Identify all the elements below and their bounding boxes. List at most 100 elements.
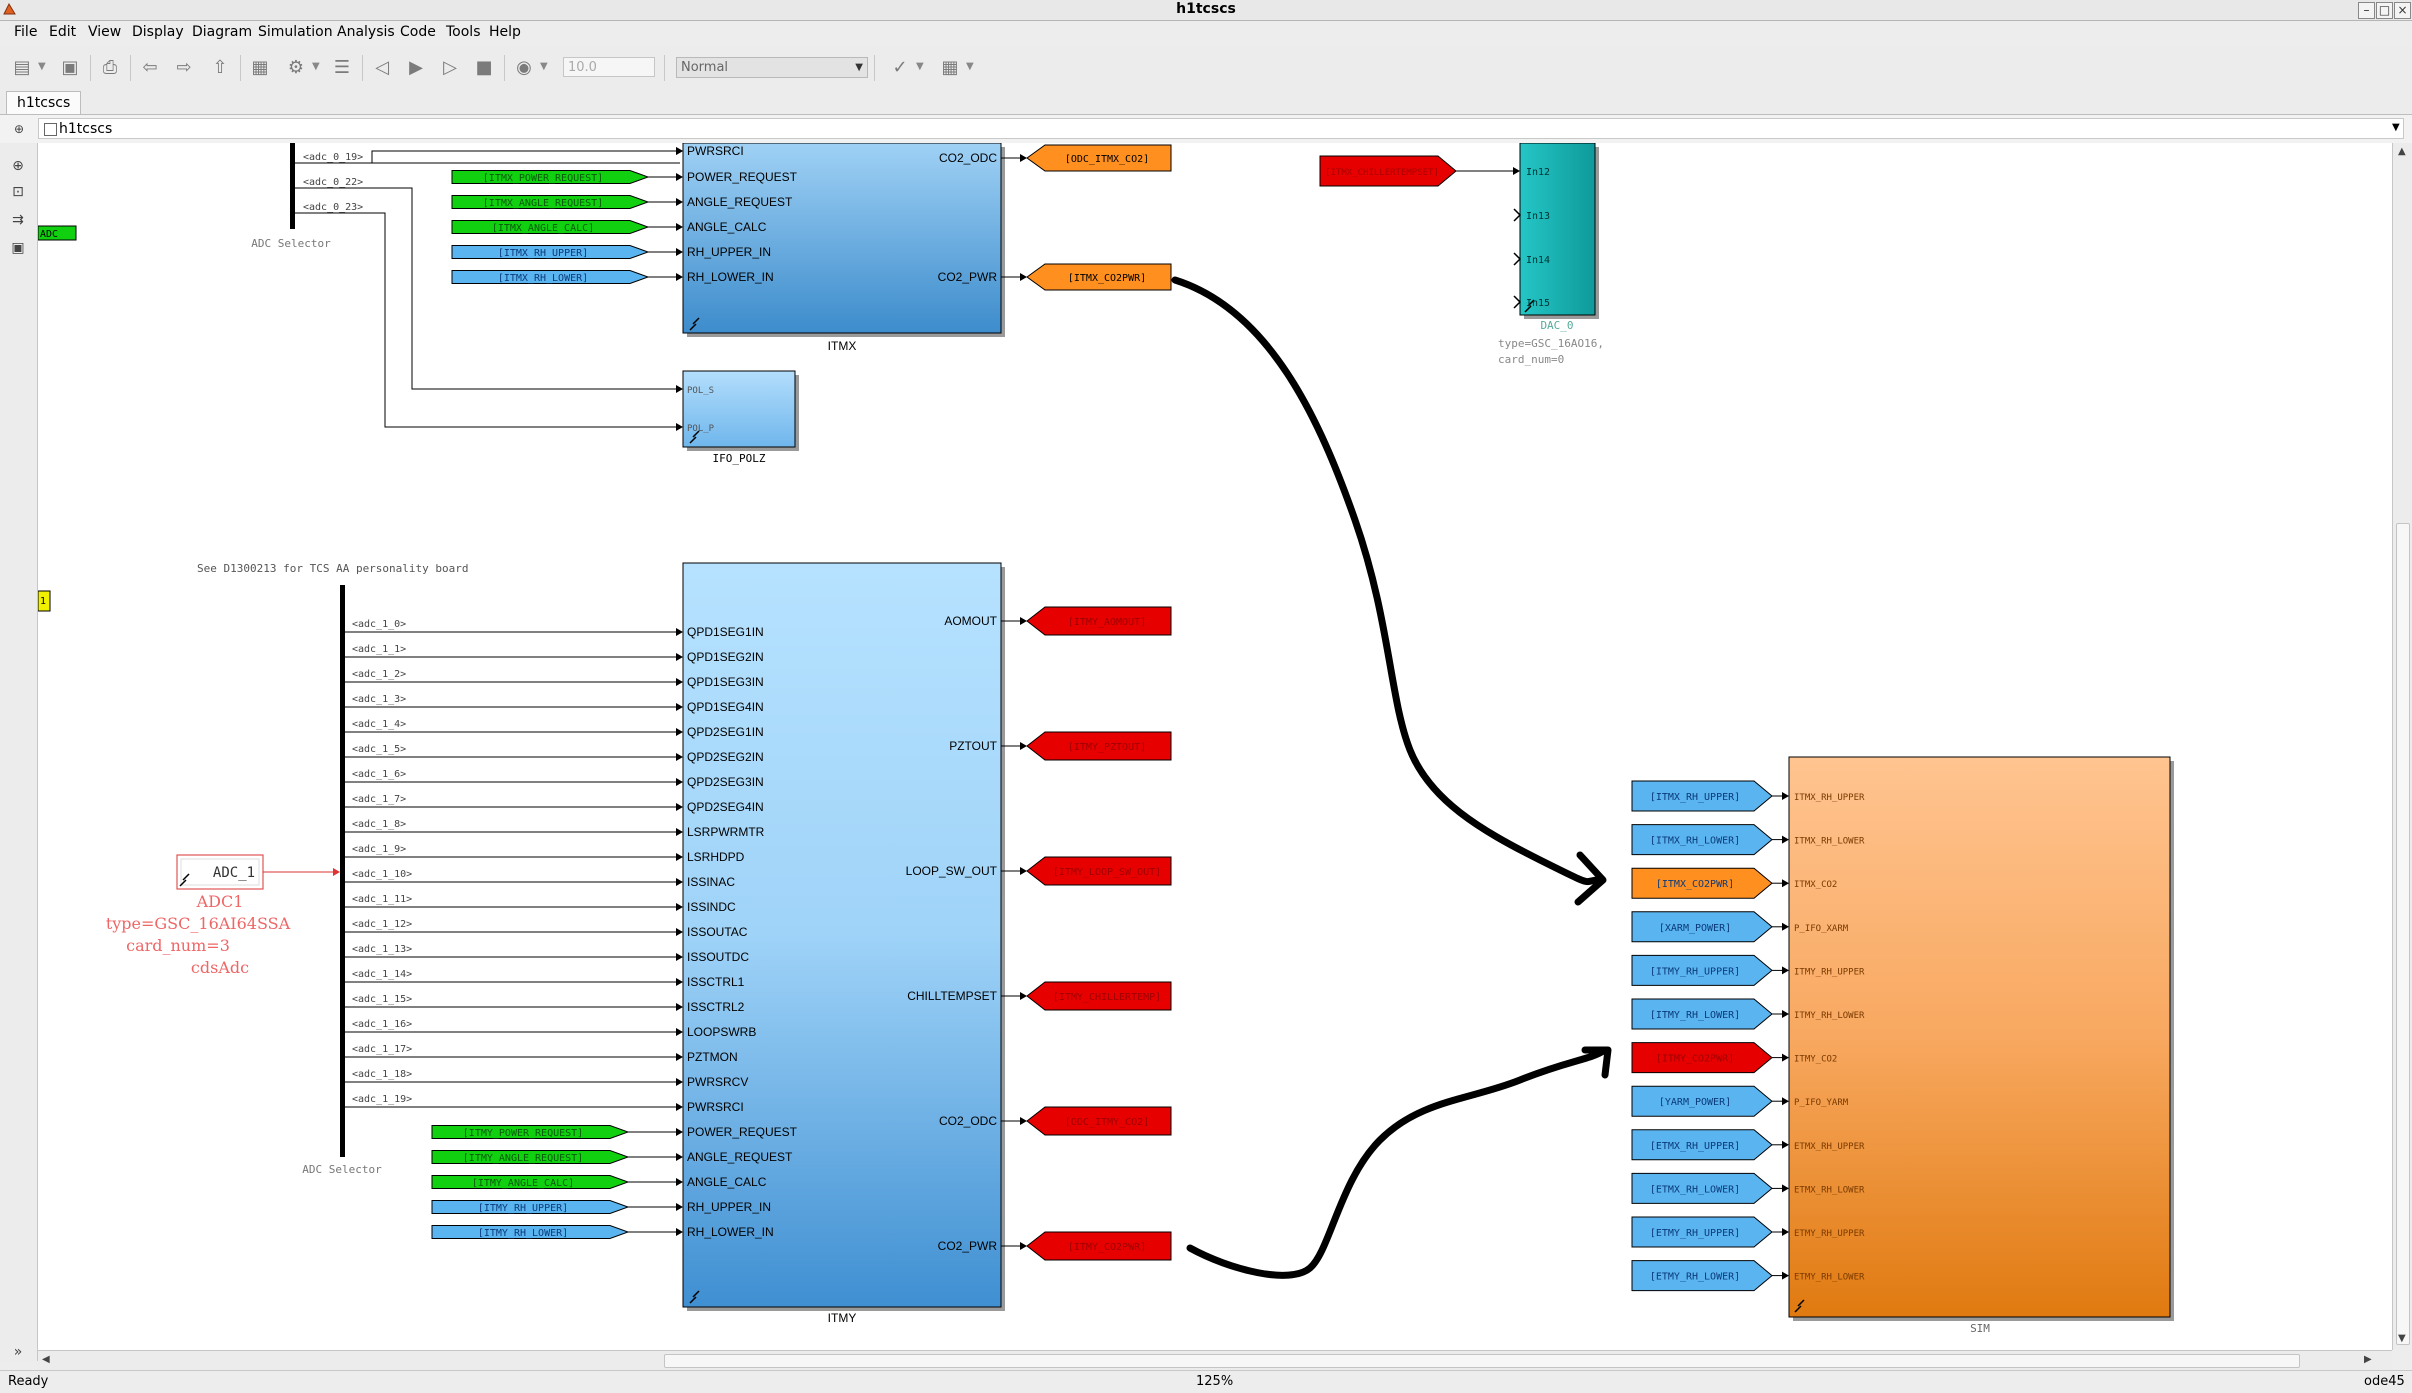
itmy-goto-tag-4[interactable] <box>1026 1106 1172 1136</box>
model-explorer-icon[interactable]: ☰ <box>333 57 351 78</box>
fit-to-view-icon[interactable]: ⊡ <box>12 184 24 200</box>
annotation-icon[interactable]: ▣ <box>11 240 25 256</box>
adc1-signal-label: <adc_1_6> <box>352 769 406 780</box>
up-arrow-icon[interactable]: ⇧ <box>212 57 228 78</box>
step-forward-icon[interactable]: ▷ <box>443 57 457 78</box>
arrowhead <box>676 778 683 786</box>
vertical-scrollbar[interactable]: ▲ ▼ <box>2392 143 2412 1350</box>
sim-from-tag-8[interactable] <box>1631 1129 1773 1161</box>
itmx-from-tag-3[interactable] <box>451 245 650 259</box>
itmy-goto-tag-3[interactable] <box>1026 981 1172 1011</box>
sim-from-tag-6[interactable] <box>1631 1042 1773 1074</box>
menu-code[interactable]: Code <box>400 24 436 40</box>
record-icon[interactable]: ◉ <box>516 57 532 78</box>
itmy-goto-tag-0[interactable] <box>1026 606 1172 636</box>
sim-from-tag-5[interactable] <box>1631 998 1773 1030</box>
itmy-goto-tag-2[interactable] <box>1026 856 1172 886</box>
menu-tools[interactable]: Tools <box>446 24 481 40</box>
sim-from-tag-2[interactable] <box>1631 867 1773 899</box>
itmx-from-tag-4[interactable] <box>451 270 650 284</box>
stop-icon[interactable]: ■ <box>475 57 493 78</box>
model-config-icon[interactable]: ⚙ <box>287 57 305 78</box>
record-dropdown-icon[interactable]: ▼ <box>540 61 548 72</box>
sim-from-tag-9[interactable] <box>1631 1172 1773 1204</box>
ifo-polz-block[interactable] <box>682 370 796 448</box>
minimize-button[interactable]: – <box>2358 2 2375 19</box>
itmx-goto-tag-1[interactable] <box>1026 263 1172 291</box>
vertical-scroll-thumb[interactable] <box>2396 523 2410 1345</box>
scroll-down-icon[interactable]: ▼ <box>2398 1333 2406 1344</box>
adc1-signal-label: <adc_1_9> <box>352 844 406 855</box>
simulation-mode-select[interactable]: Normal▼ <box>676 57 868 78</box>
sim-from-tag-3[interactable] <box>1631 911 1773 943</box>
scroll-up-icon[interactable]: ▲ <box>2398 146 2406 157</box>
new-model-icon[interactable]: ▤ <box>13 57 31 78</box>
run-icon[interactable]: ▶ <box>409 57 423 78</box>
itmy-goto-tag-1[interactable] <box>1026 731 1172 761</box>
itmy-from-tag-2[interactable] <box>431 1175 630 1189</box>
horizontal-scrollbar[interactable]: ◀ ▶ <box>38 1350 2392 1371</box>
itmx-block[interactable] <box>682 143 1002 334</box>
step-back-icon[interactable]: ◁ <box>375 57 389 78</box>
build-dropdown-icon[interactable]: ▼ <box>966 61 974 72</box>
sim-from-tag-0[interactable] <box>1631 780 1773 812</box>
arrow-right-icon[interactable]: ⇉ <box>12 212 24 228</box>
itmy-from-tag-1[interactable] <box>431 1150 630 1164</box>
scroll-left-icon[interactable]: ◀ <box>42 1354 50 1365</box>
save-icon[interactable]: ▣ <box>61 57 79 78</box>
advisor-dropdown-icon[interactable]: ▼ <box>916 61 924 72</box>
itmx-from-tag-0[interactable] <box>451 170 650 184</box>
itmy-name: ITMY <box>828 1311 857 1325</box>
menu-analysis[interactable]: Analysis <box>337 24 395 40</box>
menu-display[interactable]: Display <box>132 24 184 40</box>
stop-time-input[interactable]: 10.0 <box>563 57 655 77</box>
zoom-icon[interactable]: ⊕ <box>12 158 24 174</box>
sim-block[interactable] <box>1788 756 2171 1318</box>
build-icon[interactable]: ▦ <box>941 57 959 78</box>
scroll-right-icon[interactable]: ▶ <box>2364 1354 2372 1365</box>
menu-diagram[interactable]: Diagram <box>192 24 253 40</box>
back-arrow-icon[interactable]: ⇦ <box>142 57 158 78</box>
itmx-goto-tag-0[interactable] <box>1026 144 1172 172</box>
new-dropdown-icon[interactable]: ▼ <box>38 61 46 72</box>
sim-from-tag-10[interactable] <box>1631 1216 1773 1248</box>
sim-inport: ITMX_RH_LOWER <box>1794 837 1865 847</box>
forward-arrow-icon[interactable]: ⇨ <box>176 57 192 78</box>
arrowhead <box>676 1078 683 1086</box>
itmy-from-tag-0[interactable] <box>431 1125 630 1139</box>
itmy-block[interactable] <box>682 562 1002 1308</box>
menu-edit[interactable]: Edit <box>49 24 77 40</box>
print-icon[interactable]: ⎙ <box>102 57 118 78</box>
menu-file[interactable]: File <box>14 24 38 40</box>
itmx-from-tag-2[interactable] <box>451 220 650 234</box>
maximize-button[interactable]: □ <box>2376 2 2393 19</box>
sim-from-tag-11[interactable] <box>1631 1260 1773 1292</box>
horizontal-scroll-thumb[interactable] <box>664 1354 2300 1368</box>
itmy-goto-tag-5[interactable] <box>1026 1231 1172 1261</box>
itmy-inport: ISSOUTDC <box>687 950 749 964</box>
tab-model[interactable]: h1tcscs <box>6 91 82 114</box>
sim-from-tag-1[interactable] <box>1631 824 1773 856</box>
library-browser-icon[interactable]: ▦ <box>251 57 269 78</box>
model-path-field[interactable]: h1tcscs <box>38 118 2404 139</box>
itmy-from-tag-4[interactable] <box>431 1225 630 1239</box>
menu-simulation[interactable]: Simulation <box>258 24 333 40</box>
itmx-inport: ANGLE_CALC <box>687 220 767 234</box>
sim-from-tag-4-label: [ITMY_RH_UPPER] <box>1650 966 1740 977</box>
itmx-from-tag-1[interactable] <box>451 195 650 209</box>
dac-from-tag[interactable] <box>1319 155 1457 187</box>
collapse-icon[interactable]: » <box>13 1344 23 1360</box>
config-dropdown-icon[interactable]: ▼ <box>312 61 320 72</box>
sim-from-tag-4[interactable] <box>1631 954 1773 986</box>
menu-view[interactable]: View <box>88 24 122 40</box>
close-button[interactable]: × <box>2394 2 2411 19</box>
hide-browser-icon[interactable]: ⊕ <box>13 122 25 136</box>
dac-block[interactable] <box>1519 143 1596 316</box>
menu-help[interactable]: Help <box>489 24 521 40</box>
itmy-from-tag-3[interactable] <box>431 1200 630 1214</box>
model-advisor-icon[interactable]: ✓ <box>892 57 908 78</box>
path-dropdown-icon[interactable]: ▼ <box>2392 122 2400 133</box>
sim-from-tag-7[interactable] <box>1631 1085 1773 1117</box>
